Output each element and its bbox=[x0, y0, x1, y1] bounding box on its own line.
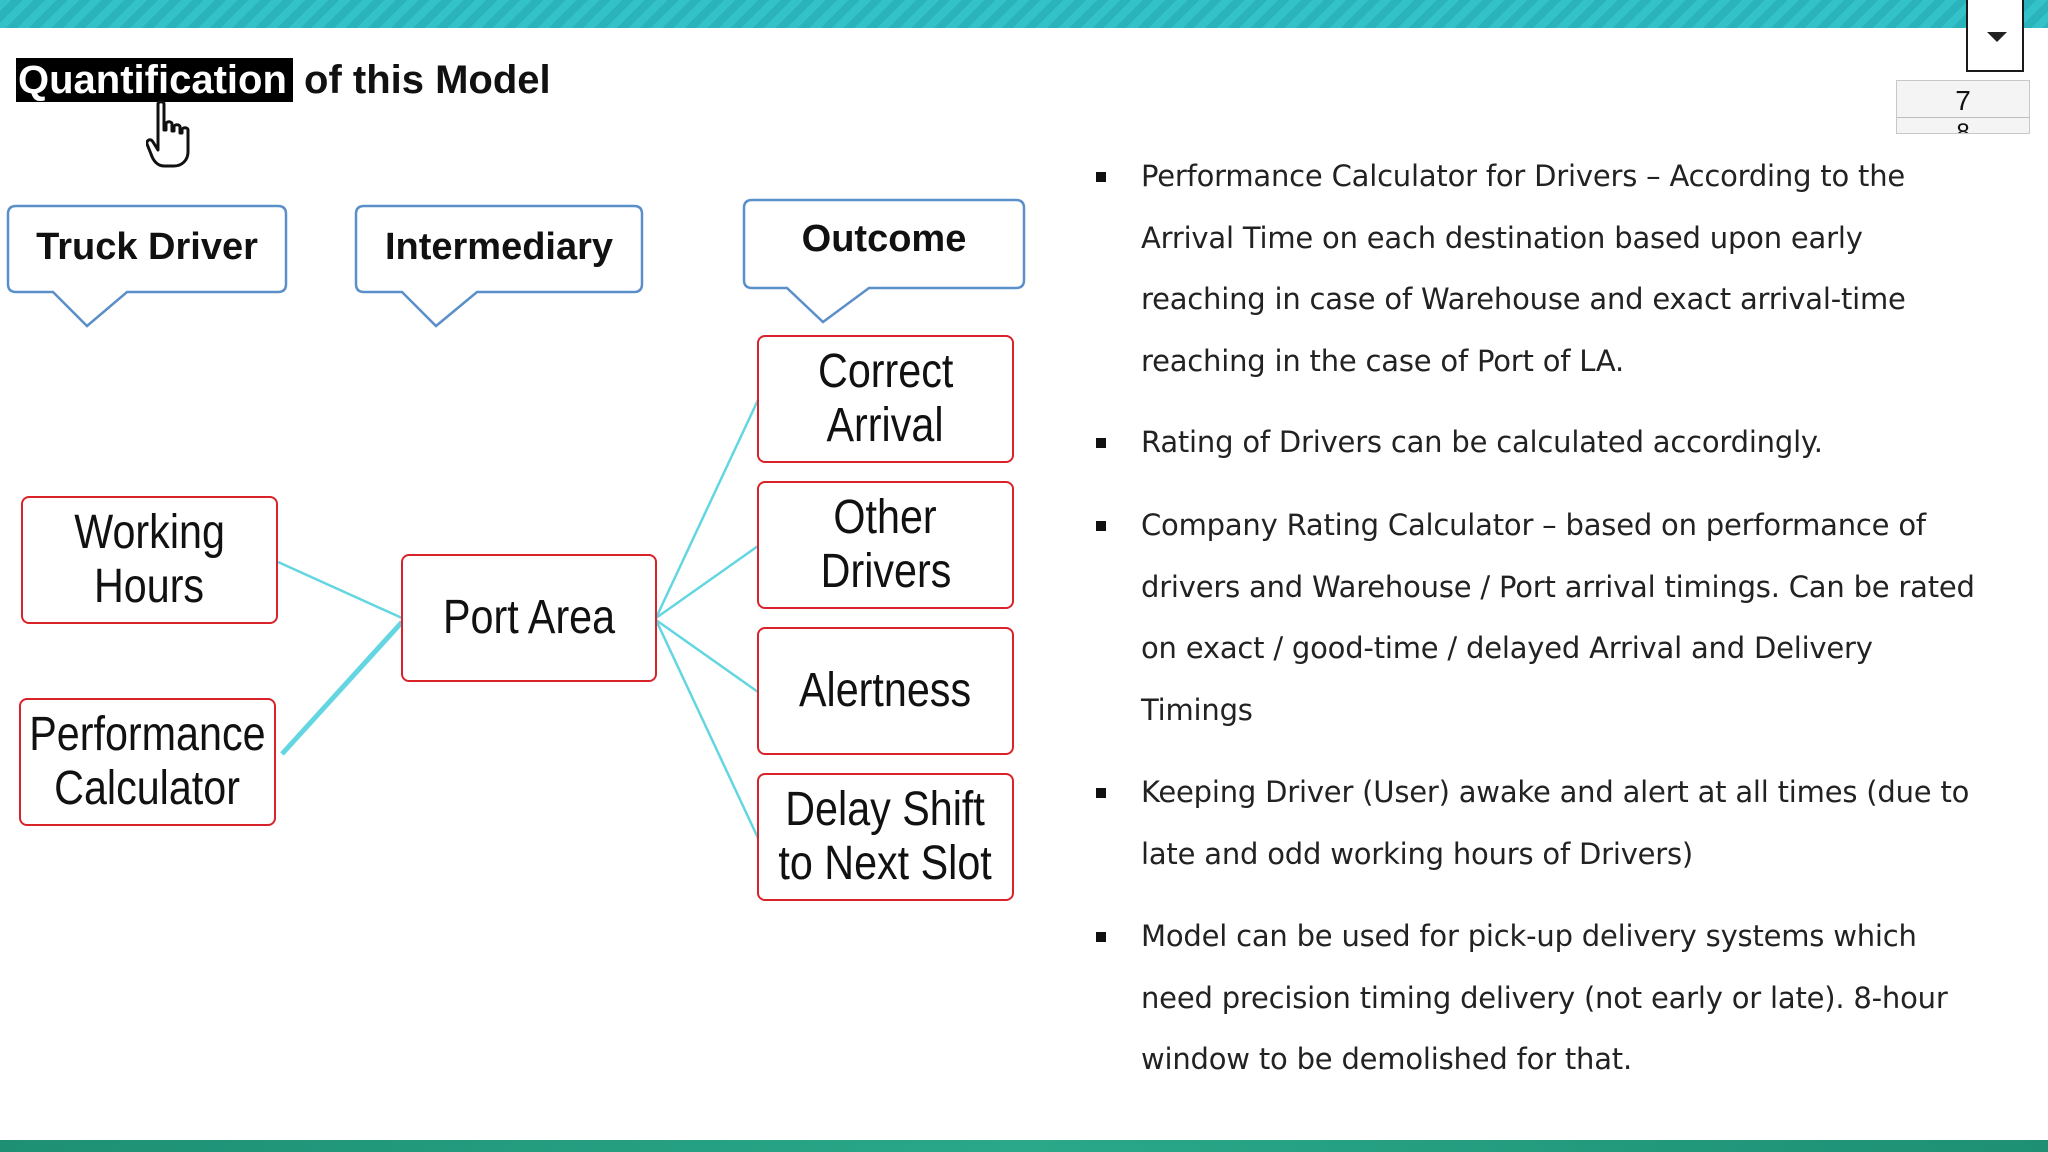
page-number-indicator[interactable]: 7 8 bbox=[1896, 80, 2030, 134]
square-bullet-icon bbox=[1096, 521, 1106, 531]
callout-intermediary: Intermediary bbox=[354, 204, 644, 328]
node-alertness: Alertness bbox=[757, 627, 1014, 755]
callout-label: Intermediary bbox=[384, 226, 614, 268]
node-line: Delay Shift bbox=[785, 783, 986, 836]
bullet-text: Rating of Drivers can be calculated acco… bbox=[1141, 425, 1823, 459]
callout-label: Outcome bbox=[801, 218, 967, 260]
slide-title: Quantification of this Model bbox=[16, 54, 551, 106]
node-line: Working bbox=[74, 506, 225, 559]
node-line: Port Area bbox=[442, 591, 616, 644]
node-delay-shift: Delay Shift to Next Slot bbox=[757, 773, 1014, 901]
callout-label: Truck Driver bbox=[36, 226, 258, 268]
title-rest: of this Model bbox=[304, 58, 551, 102]
node-line: Other bbox=[833, 491, 938, 544]
top-decorative-band bbox=[0, 0, 2048, 28]
node-line: Performance bbox=[29, 708, 266, 761]
connector-port-area-alertness bbox=[655, 618, 759, 694]
node-line: Calculator bbox=[54, 762, 241, 815]
node-line: Arrival bbox=[827, 399, 944, 452]
square-bullet-icon bbox=[1096, 788, 1106, 798]
node-performance-calculator: Performance Calculator bbox=[19, 698, 276, 826]
square-bullet-icon bbox=[1096, 932, 1106, 942]
bullet-text: Keeping Driver (User) awake and alert at… bbox=[1141, 775, 1970, 871]
square-bullet-icon bbox=[1096, 438, 1106, 448]
connector-port-area-correct-arrival bbox=[654, 399, 760, 619]
callout-outcome: Outcome bbox=[742, 198, 1026, 324]
bullet-text: Performance Calculator for Drivers – Acc… bbox=[1141, 159, 1906, 378]
dropdown-button[interactable] bbox=[1966, 0, 2024, 72]
title-highlighted-word: Quantification bbox=[16, 58, 293, 102]
node-line: Hours bbox=[94, 560, 205, 613]
node-line: to Next Slot bbox=[778, 837, 993, 890]
next-page-number: 8 bbox=[1956, 119, 1970, 134]
bottom-decorative-band bbox=[0, 1140, 2048, 1152]
node-line: Correct bbox=[817, 345, 954, 398]
node-line: Alertness bbox=[799, 664, 972, 717]
node-correct-arrival: Correct Arrival bbox=[757, 335, 1014, 463]
node-other-drivers: Other Drivers bbox=[757, 481, 1014, 609]
page-separator bbox=[1897, 117, 2029, 118]
connector-port-area-delay-shift bbox=[654, 619, 760, 839]
node-line: Drivers bbox=[820, 545, 951, 598]
callout-truck-driver: Truck Driver bbox=[6, 204, 288, 328]
node-working-hours: Working Hours bbox=[21, 496, 278, 624]
connector-working-hours-port-area bbox=[277, 560, 403, 620]
bullet-text: Company Rating Calculator – based on per… bbox=[1141, 508, 1975, 727]
hand-pointer-icon bbox=[146, 100, 190, 168]
current-page-number: 7 bbox=[1955, 85, 1971, 116]
connector-port-area-other-drivers bbox=[655, 544, 759, 620]
connector-performance-port-area bbox=[280, 620, 404, 756]
square-bullet-icon bbox=[1096, 172, 1106, 182]
node-port-area: Port Area bbox=[401, 554, 657, 682]
caret-down-icon bbox=[1987, 32, 2007, 42]
bullet-text: Model can be used for pick-up delivery s… bbox=[1141, 919, 1948, 1076]
